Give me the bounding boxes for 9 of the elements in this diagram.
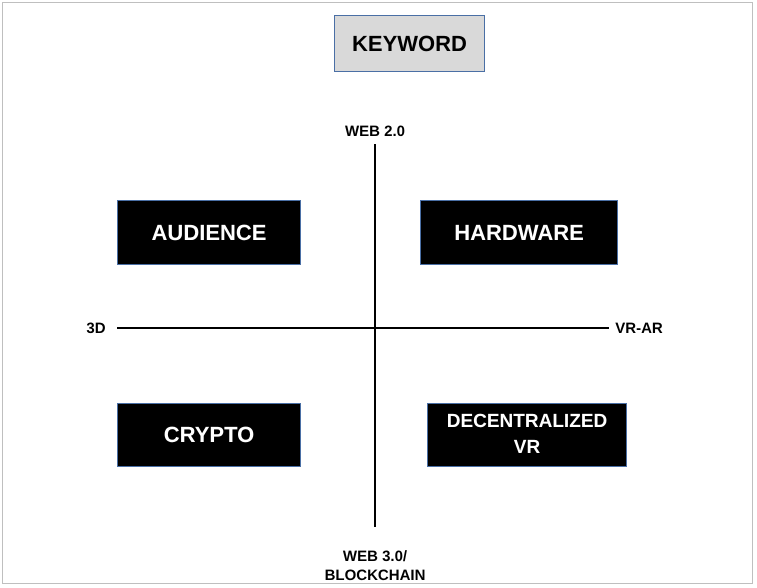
axis-label: WEB 2.0 [344, 122, 406, 141]
axis-label: VR-AR [614, 319, 664, 338]
keyword-box: KEYWORD [334, 15, 485, 72]
axis-label: WEB 3.0/ BLOCKCHAIN [324, 547, 426, 585]
quadrant-box: HARDWARE [420, 200, 618, 265]
quadrant-box: CRYPTO [117, 403, 301, 467]
axis-label: 3D [85, 319, 107, 338]
quadrant-box: DECENTRALIZED VR [427, 403, 627, 467]
quadrant-box: AUDIENCE [117, 200, 301, 265]
